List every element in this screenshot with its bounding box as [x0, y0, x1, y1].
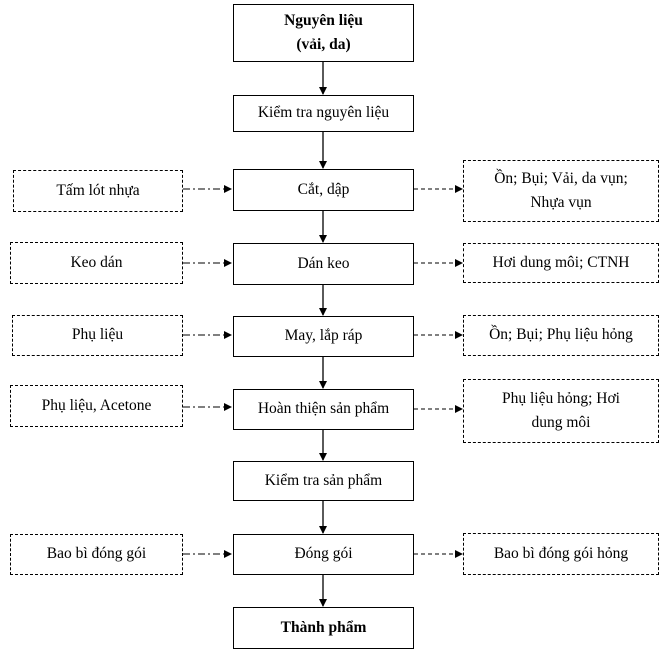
input-packaging: Bao bì đóng gói [10, 534, 183, 575]
step-sewing: May, lắp ráp [233, 316, 414, 357]
step-cutting: Cắt, dập [233, 169, 414, 211]
input-plastic-lining: Tấm lót nhựa [13, 170, 183, 212]
step-check-material-label: Kiểm tra nguyên liệu [257, 104, 390, 122]
output-gluing-waste-label: Hơi dung môi; CTNH [492, 253, 630, 271]
input-accessories: Phụ liệu [12, 315, 183, 356]
output-gluing-waste: Hơi dung môi; CTNH [463, 243, 659, 283]
output-sewing-waste: Ồn; Bụi; Phụ liệu hỏng [463, 315, 659, 356]
output-cutting-waste-line2: Nhựa vụn [530, 194, 592, 211]
step-sewing-label: May, lắp ráp [284, 327, 363, 345]
step-check-product: Kiểm tra sản phẩm [233, 461, 414, 501]
input-glue: Keo dán [10, 242, 183, 284]
step-finishing-label: Hoàn thiện sản phẩm [257, 400, 390, 418]
step-finishing: Hoàn thiện sản phẩm [233, 389, 414, 430]
step-check-material: Kiểm tra nguyên liệu [233, 95, 414, 132]
output-packaging-waste: Bao bì đóng gói hỏng [463, 533, 659, 575]
output-finishing-waste: Phụ liệu hỏng; Hơi dung môi [463, 379, 659, 443]
output-finishing-waste-line2: dung môi [531, 414, 591, 431]
step-check-product-label: Kiểm tra sản phẩm [264, 471, 383, 489]
step-gluing-label: Dán keo [297, 254, 350, 272]
output-cutting-waste: Ồn; Bụi; Vải, da vụn; Nhựa vụn [463, 160, 659, 222]
step-cutting-label: Cắt, dập [297, 180, 350, 198]
step-finished-product-label: Thành phẩm [280, 618, 367, 636]
input-glue-label: Keo dán [70, 253, 123, 271]
input-accessories-label: Phụ liệu [71, 326, 124, 344]
step-packaging-label: Đóng gói [294, 545, 353, 563]
input-plastic-lining-label: Tấm lót nhựa [56, 181, 140, 199]
output-packaging-waste-label: Bao bì đóng gói hỏng [493, 544, 629, 562]
input-accessories-acetone: Phụ liệu, Acetone [10, 385, 183, 427]
step-raw-material-line1: Nguyên liệu [284, 11, 363, 29]
input-accessories-acetone-label: Phụ liệu, Acetone [41, 396, 152, 414]
step-finished-product: Thành phẩm [233, 607, 414, 649]
input-packaging-label: Bao bì đóng gói [46, 545, 147, 563]
step-raw-material-line2: (vải, da) [296, 36, 351, 53]
output-sewing-waste-label: Ồn; Bụi; Phụ liệu hỏng [489, 326, 633, 344]
step-gluing: Dán keo [233, 243, 414, 285]
output-finishing-waste-line1: Phụ liệu hỏng; Hơi [502, 389, 620, 407]
output-cutting-waste-line1: Ồn; Bụi; Vải, da vụn; [494, 169, 628, 187]
step-packaging: Đóng gói [233, 534, 414, 575]
step-raw-material: Nguyên liệu (vải, da) [233, 4, 414, 62]
